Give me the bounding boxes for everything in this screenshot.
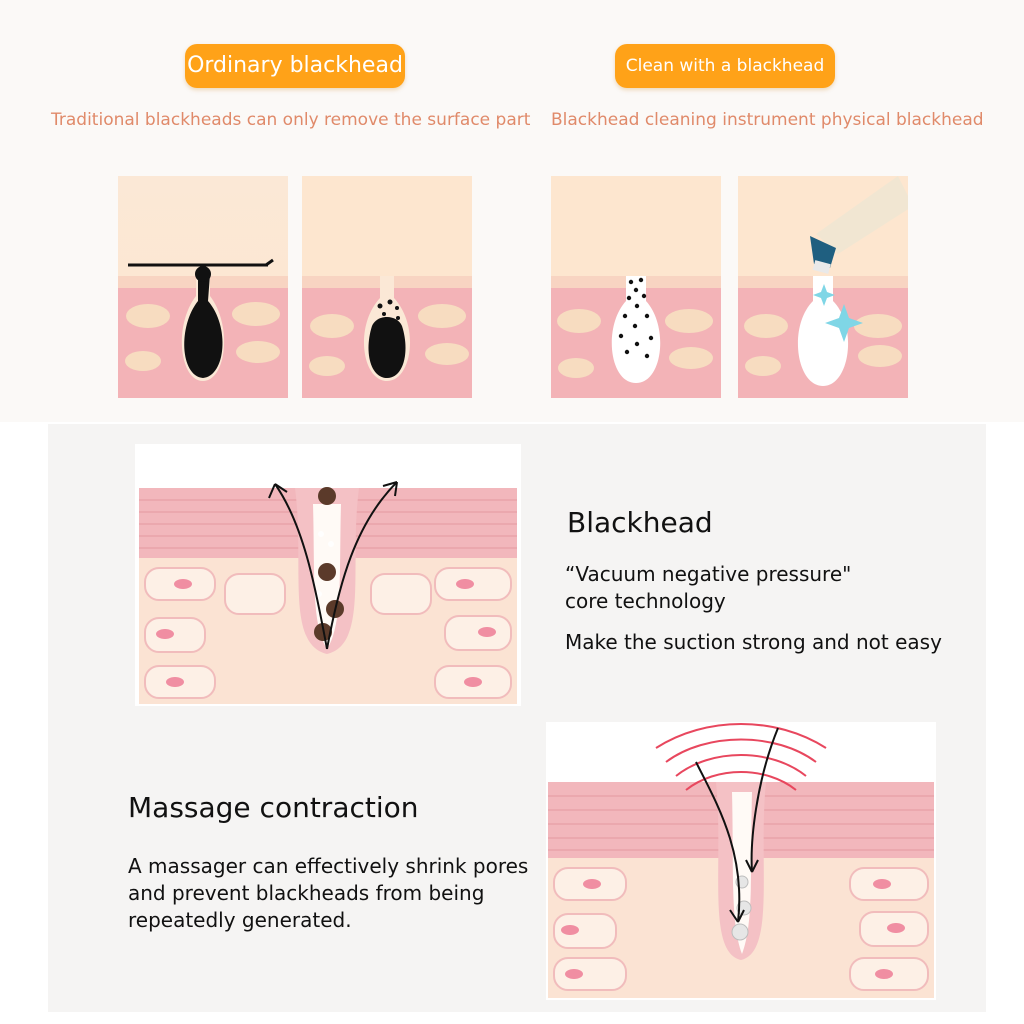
vacuum-line: “Vacuum negative pressure": [565, 562, 852, 586]
clean-blackhead-caption: Blackhead cleaning instrument physical b…: [551, 110, 984, 130]
blackhead-extraction-illustration: [135, 444, 521, 706]
suction-strong-text: Make the suction strong and not easy: [565, 630, 942, 654]
vacuum-technology-text: “Vacuum negative pressure" core technolo…: [565, 561, 851, 615]
massage-description: A massager can effectively shrink pores …: [128, 854, 529, 932]
core-technology-line: core technology: [565, 589, 726, 613]
skin-panel-residue: [302, 176, 472, 398]
skin-panel-instrument: [738, 176, 908, 398]
skin-panel-scraping: [118, 176, 288, 398]
massage-heading: Massage contraction: [128, 791, 419, 824]
ordinary-blackhead-caption: Traditional blackheads can only remove t…: [51, 110, 531, 130]
ordinary-blackhead-badge: Ordinary blackhead: [185, 44, 405, 88]
blackhead-heading: Blackhead: [567, 506, 713, 539]
skin-panel-cleaned: [551, 176, 721, 398]
massage-contraction-illustration: [546, 722, 936, 1000]
clean-blackhead-badge: Clean with a blackhead: [615, 44, 835, 88]
